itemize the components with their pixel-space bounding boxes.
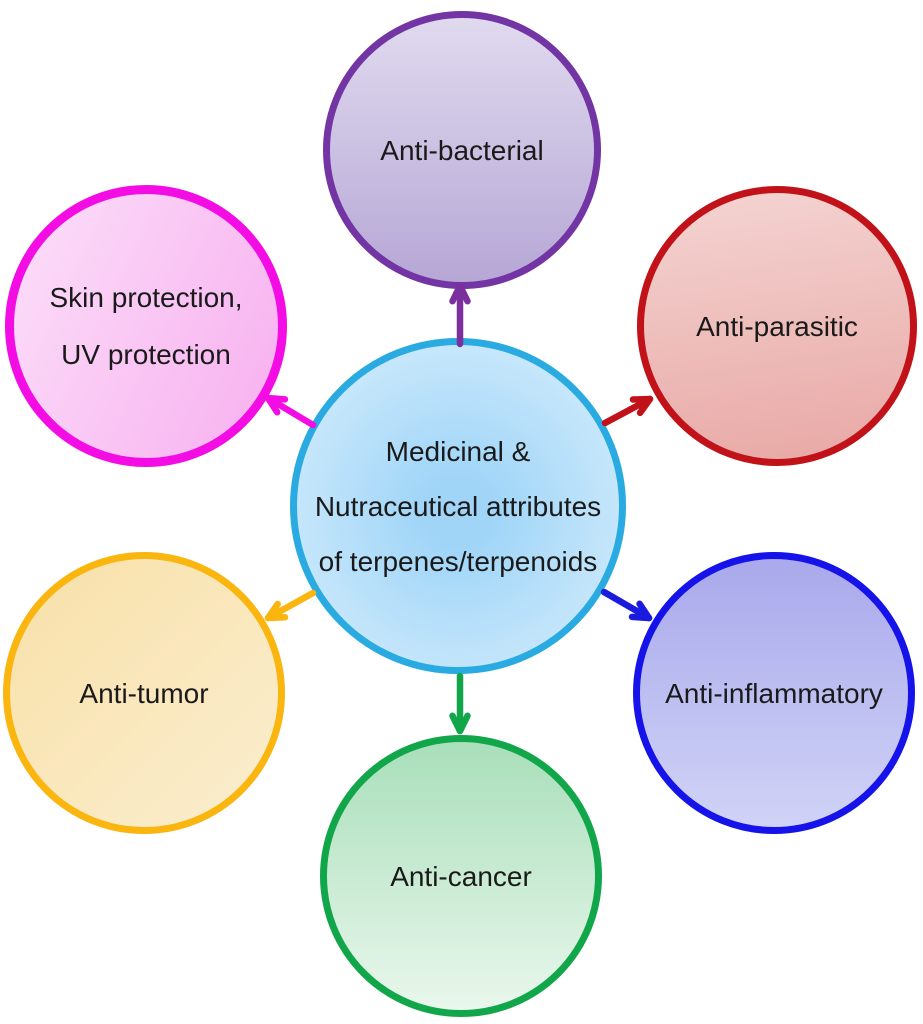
arrow-anti-parasitic bbox=[601, 395, 654, 427]
node-anti-bacterial-label: Anti-bacterial bbox=[380, 134, 544, 166]
node-anti-cancer: Anti-cancer bbox=[320, 735, 602, 1017]
node-anti-inflammatory: Anti-inflammatory bbox=[633, 552, 915, 834]
arrow-anti-inflammatory bbox=[600, 588, 653, 622]
center-node-label: Medicinal & Nutraceutical attributes of … bbox=[315, 424, 601, 589]
arrow-anti-inflammatory-head bbox=[628, 600, 653, 622]
center-label-line-2: Nutraceutical attributes bbox=[314, 490, 602, 522]
arrow-skin-uv-head bbox=[264, 394, 289, 416]
node-anti-inflammatory-label: Anti-inflammatory bbox=[665, 677, 883, 709]
center-label-line-3: of terpenes/terpenoids bbox=[318, 545, 598, 577]
arrow-anti-tumor bbox=[264, 589, 317, 622]
center-label-line-1: Medicinal & bbox=[385, 435, 531, 467]
node-skin-uv-protection: Skin protection, UV protection bbox=[5, 185, 287, 467]
skin-label-line-1: Skin protection, bbox=[49, 282, 243, 313]
arrow-anti-tumor-head bbox=[264, 600, 289, 622]
node-anti-tumor-label: Anti-tumor bbox=[79, 677, 209, 709]
node-anti-parasitic-label: Anti-parasitic bbox=[696, 310, 858, 342]
arrow-anti-cancer-head bbox=[449, 712, 471, 735]
arrow-skin-uv bbox=[264, 394, 317, 429]
arrow-anti-parasitic-head bbox=[629, 395, 654, 417]
node-anti-tumor: Anti-tumor bbox=[3, 552, 285, 834]
skin-label-line-2: UV protection bbox=[61, 339, 231, 370]
center-node: Medicinal & Nutraceutical attributes of … bbox=[290, 338, 626, 674]
node-skin-uv-label: Skin protection, UV protection bbox=[50, 269, 243, 383]
node-anti-parasitic: Anti-parasitic bbox=[637, 186, 917, 466]
node-anti-cancer-label: Anti-cancer bbox=[390, 860, 532, 892]
node-anti-bacterial: Anti-bacterial bbox=[323, 11, 601, 289]
